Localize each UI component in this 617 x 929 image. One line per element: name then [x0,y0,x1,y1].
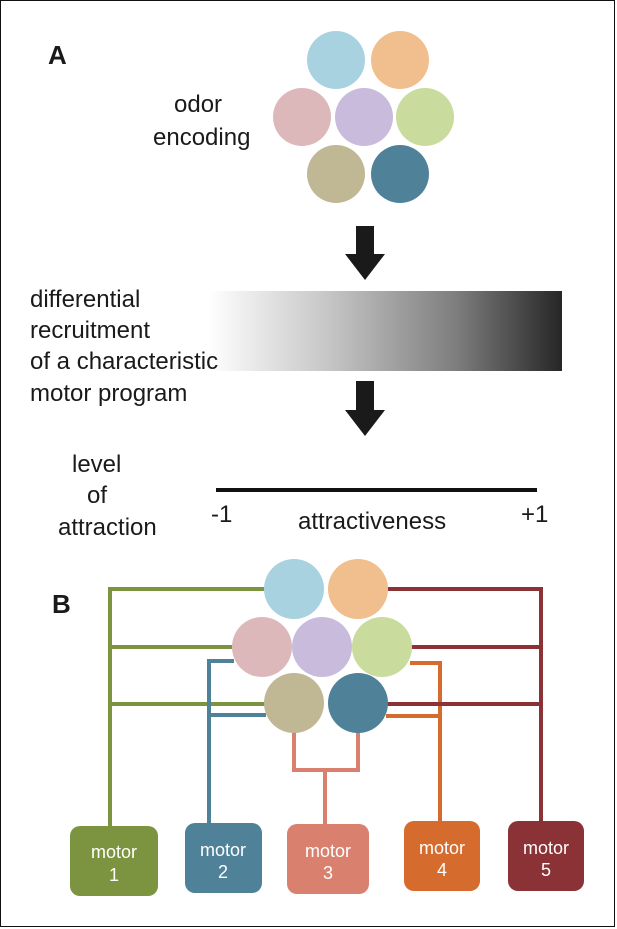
motor-3-number: 3 [323,863,333,883]
motor-2-number: 2 [218,862,228,882]
motor-4-box: motor 4 [404,821,480,891]
arrow-down-icon [345,226,385,280]
motor-4-label: motor [419,838,465,858]
glomerulus-bot-right [371,145,429,203]
orange-connections [386,661,442,823]
glomerulus-top-right [371,31,429,89]
level-label-line2: of [87,482,107,509]
recruitment-label-line2: recruitment [30,317,150,344]
odor-encoding-cluster [273,31,454,203]
glomerulus-bot-right [328,673,388,733]
salmon-connections [292,730,360,826]
motor-1-label: motor [91,842,137,862]
glomerulus-top-right [328,559,388,619]
glomerulus-bot-left [307,145,365,203]
motor-2-box: motor 2 [185,823,262,893]
glomerulus-top-left [307,31,365,89]
motor-4-number: 4 [437,860,447,880]
glomerulus-mid-center [335,88,393,146]
panel-b-cluster [232,559,412,733]
glomerulus-top-left [264,559,324,619]
scale-center-label: attractiveness [298,508,446,535]
motor-5-number: 5 [541,860,551,880]
glomerulus-mid-right [352,617,412,677]
motor-2-label: motor [200,840,246,860]
motor-3-label: motor [305,841,351,861]
glomerulus-mid-center [292,617,352,677]
odor-label-line1: odor [174,91,222,118]
level-label-line1: level [72,451,121,478]
connection-lines [108,587,543,828]
scale-min-label: -1 [211,501,232,528]
motor-5-label: motor [523,838,569,858]
level-label-line3: attraction [58,514,157,541]
recruitment-label-line3: of a characteristic [30,348,218,375]
recruitment-label-line4: motor program [30,380,187,407]
panel-a-letter: A [48,40,67,70]
scale-max-label: +1 [521,501,548,528]
glomerulus-mid-left [232,617,292,677]
glomerulus-mid-right [396,88,454,146]
recruitment-label-line1: differential [30,286,140,313]
maroon-connections [387,587,543,822]
green-connections [108,587,265,828]
panel-b-letter: B [52,589,71,619]
odor-label-line2: encoding [153,124,250,151]
motor-1-box: motor 1 [70,826,158,896]
glomerulus-bot-left [264,673,324,733]
motor-5-box: motor 5 [508,821,584,891]
blue-connections [207,659,266,826]
motor-1-number: 1 [109,865,119,885]
glomerulus-mid-left [273,88,331,146]
recruitment-gradient-bar [208,291,562,371]
motor-3-box: motor 3 [287,824,369,894]
arrow-down-icon [345,381,385,436]
